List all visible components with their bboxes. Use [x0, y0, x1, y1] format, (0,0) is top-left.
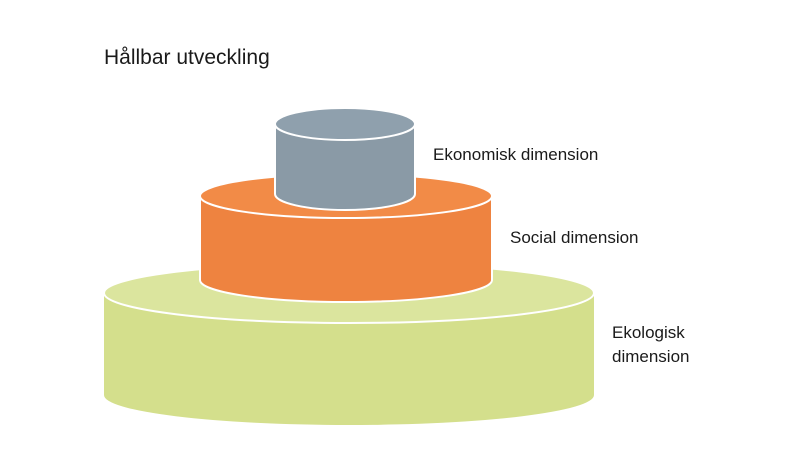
page-title: Hållbar utveckling: [104, 46, 270, 69]
ecological-dimension-label: Ekologisk dimension: [612, 323, 690, 366]
ecological-cylinder-body: [104, 293, 594, 425]
economic-cylinder-top: [274, 107, 416, 141]
social-dimension-label: Social dimension: [510, 228, 639, 247]
social-cylinder-body: [199, 195, 493, 303]
economic-cylinder: [274, 107, 416, 211]
economic-cylinder-body: [274, 123, 416, 211]
economic-dimension-label: Ekonomisk dimension: [433, 145, 599, 164]
